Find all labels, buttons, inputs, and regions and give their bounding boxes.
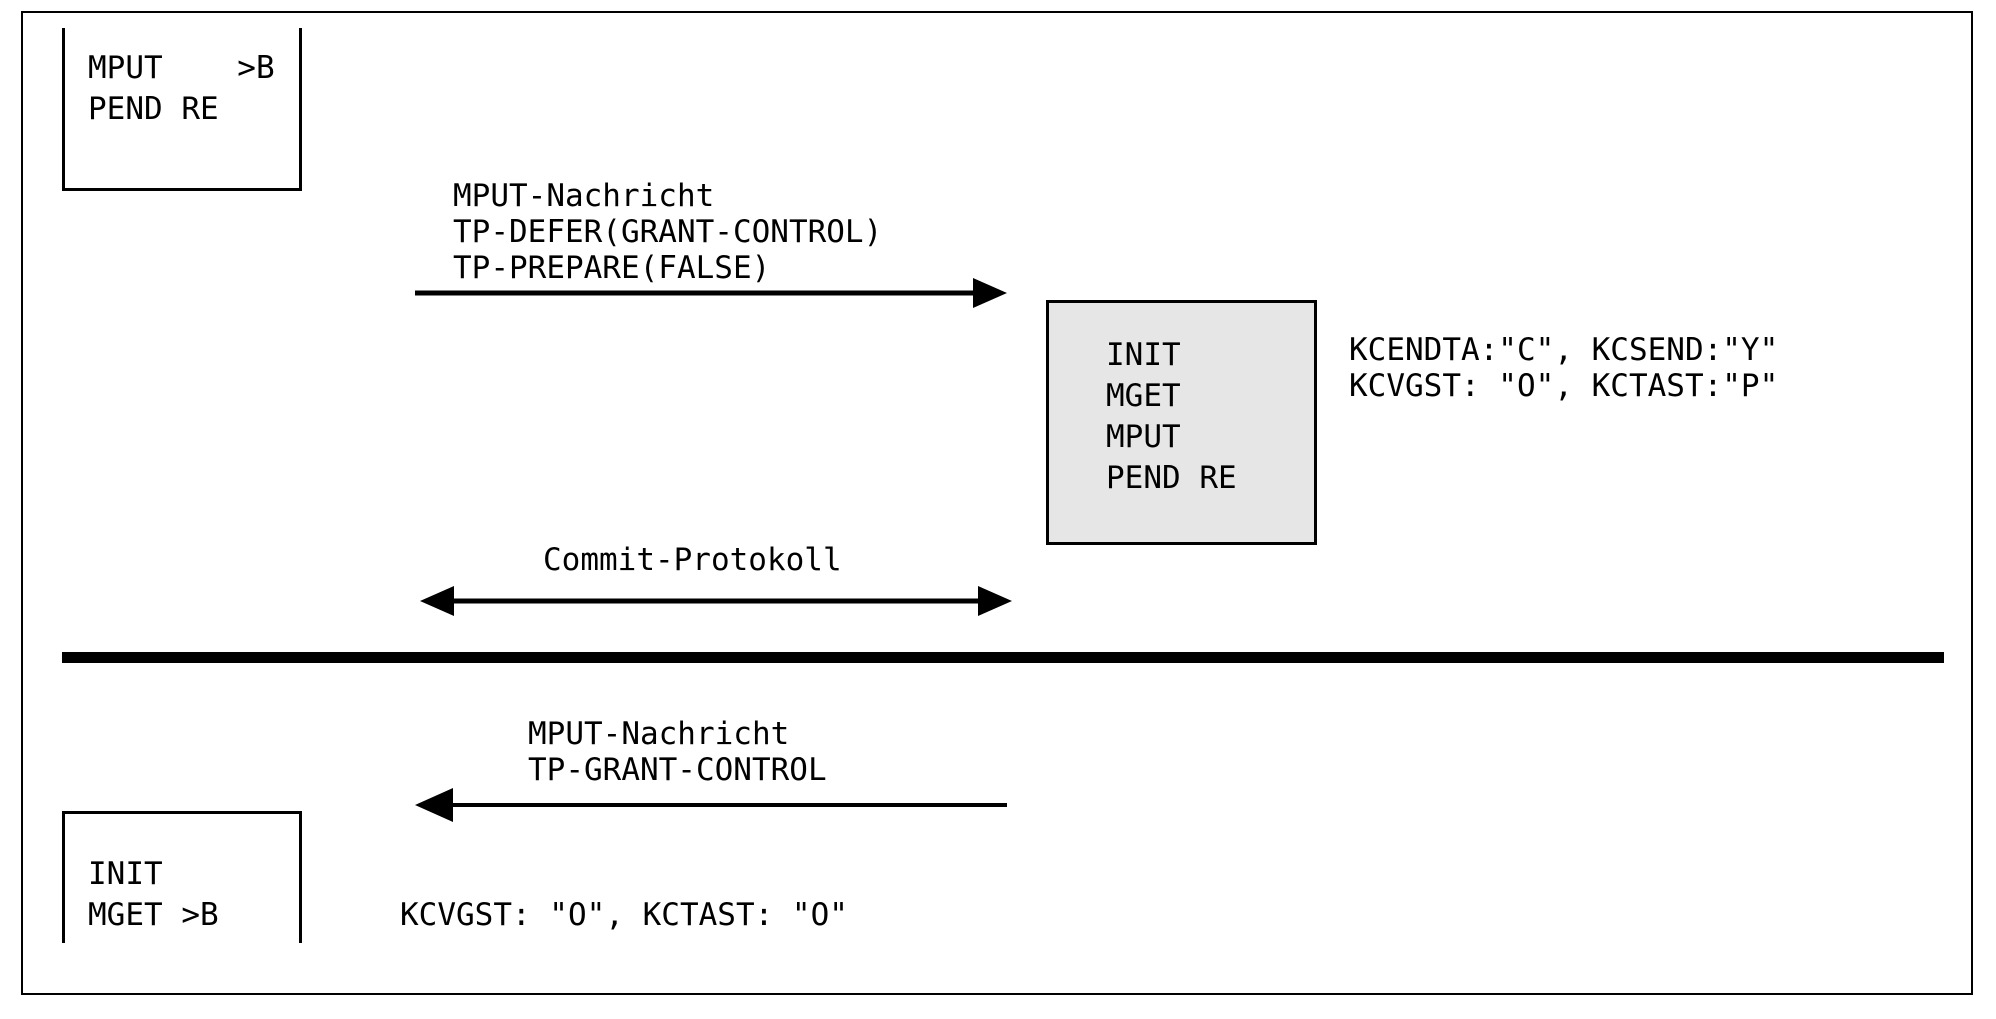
grant-control-arrow-label-0: MPUT-Nachricht bbox=[528, 716, 790, 752]
init-mget-box bbox=[62, 811, 302, 943]
page-frame bbox=[21, 11, 1973, 995]
center-box-line-0: INIT bbox=[1106, 337, 1181, 373]
mput-pend-box-line-0: MPUT >B bbox=[88, 50, 275, 86]
transaction-boundary-divider bbox=[62, 652, 1944, 663]
center-box-line-2: MPUT bbox=[1106, 419, 1181, 455]
mput-pend-box-line-1: PEND RE bbox=[88, 91, 219, 127]
commit-protocol-arrow-label: Commit-Protokoll bbox=[543, 542, 842, 578]
grant-control-arrow-label-1: TP-GRANT-CONTROL bbox=[528, 752, 827, 788]
center-box-annotation-0: KCENDTA:"C", KCSEND:"Y" bbox=[1349, 332, 1779, 368]
grant-control-arrow bbox=[415, 788, 1007, 822]
mput-message-arrow bbox=[415, 278, 1007, 308]
init-mget-box-line-0: INIT bbox=[88, 856, 163, 892]
center-box-line-1: MGET bbox=[1106, 378, 1181, 414]
commit-protocol-arrow bbox=[420, 586, 1012, 616]
mput-message-arrow-label-2: TP-PREPARE(FALSE) bbox=[453, 250, 771, 286]
mput-message-arrow-label-1: TP-DEFER(GRANT-CONTROL) bbox=[453, 214, 883, 250]
mput-message-arrow-label-0: MPUT-Nachricht bbox=[453, 178, 715, 214]
init-mget-box-line-1: MGET >B bbox=[88, 897, 219, 933]
center-box-line-3: PEND RE bbox=[1106, 460, 1237, 496]
mput-pend-box bbox=[62, 28, 302, 191]
init-mget-mput-pend-box bbox=[1046, 300, 1317, 545]
bottom-annotation-0: KCVGST: "O", KCTAST: "O" bbox=[400, 897, 848, 933]
center-box-annotation-1: KCVGST: "O", KCTAST:"P" bbox=[1349, 368, 1779, 404]
